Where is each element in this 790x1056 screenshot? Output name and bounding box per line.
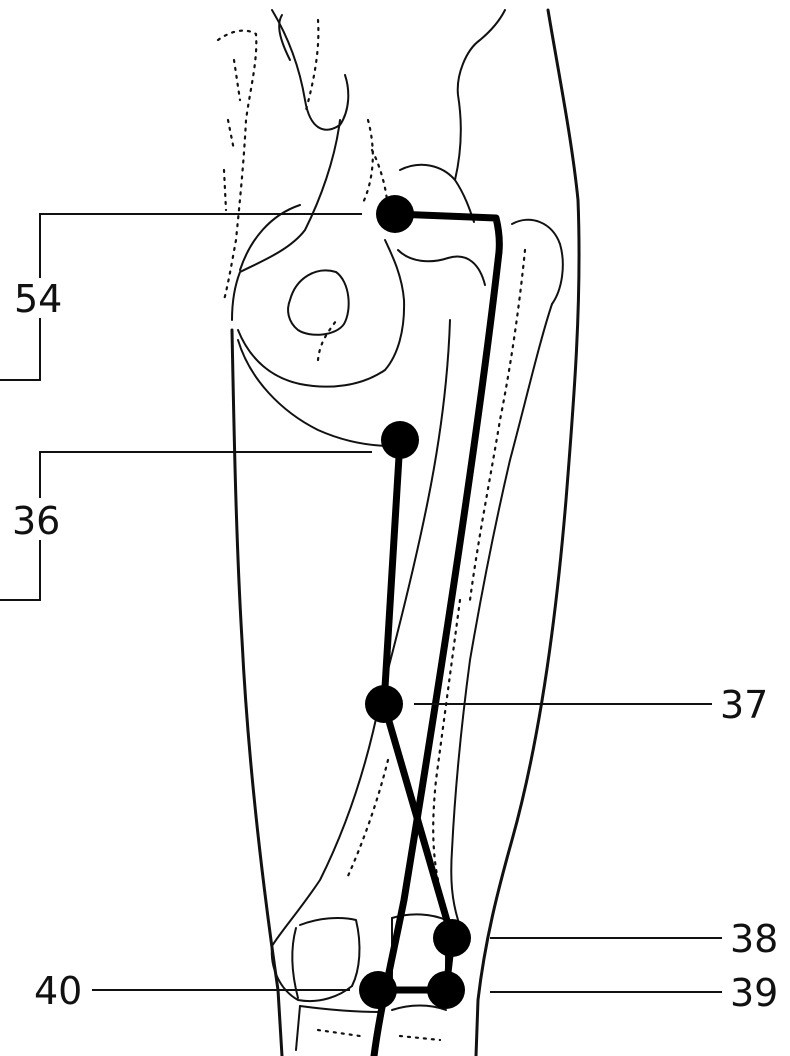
acupoint-37 xyxy=(365,685,403,723)
channel-line-36-37 xyxy=(380,436,404,708)
leader-54-lower xyxy=(0,318,41,381)
channel-line-37-38 xyxy=(380,700,456,942)
leader-54 xyxy=(39,213,362,278)
sacrum-dotted xyxy=(216,18,374,302)
acupoint-36 xyxy=(381,421,419,459)
pelvis-bone xyxy=(231,9,406,447)
acupoint-54 xyxy=(376,195,414,233)
acupoint-38 xyxy=(433,919,471,957)
label-37: 37 xyxy=(720,683,768,727)
label-38: 38 xyxy=(730,917,778,961)
femur-bone xyxy=(271,9,564,947)
knee-bones xyxy=(270,913,447,1051)
leg-outline xyxy=(230,8,581,1056)
label-54: 54 xyxy=(14,277,62,321)
label-36: 36 xyxy=(12,499,60,543)
label-40: 40 xyxy=(34,969,82,1013)
leader-lines xyxy=(0,213,722,993)
leader-36 xyxy=(39,451,372,498)
label-39: 39 xyxy=(730,971,778,1015)
acupoint-40 xyxy=(359,971,397,1009)
point-labels: 54 36 37 38 39 40 xyxy=(12,277,778,1015)
acupoints xyxy=(359,195,471,1009)
leader-36-lower xyxy=(0,540,41,601)
channel-line-54 xyxy=(370,210,503,1056)
acupoint-39 xyxy=(427,971,465,1009)
